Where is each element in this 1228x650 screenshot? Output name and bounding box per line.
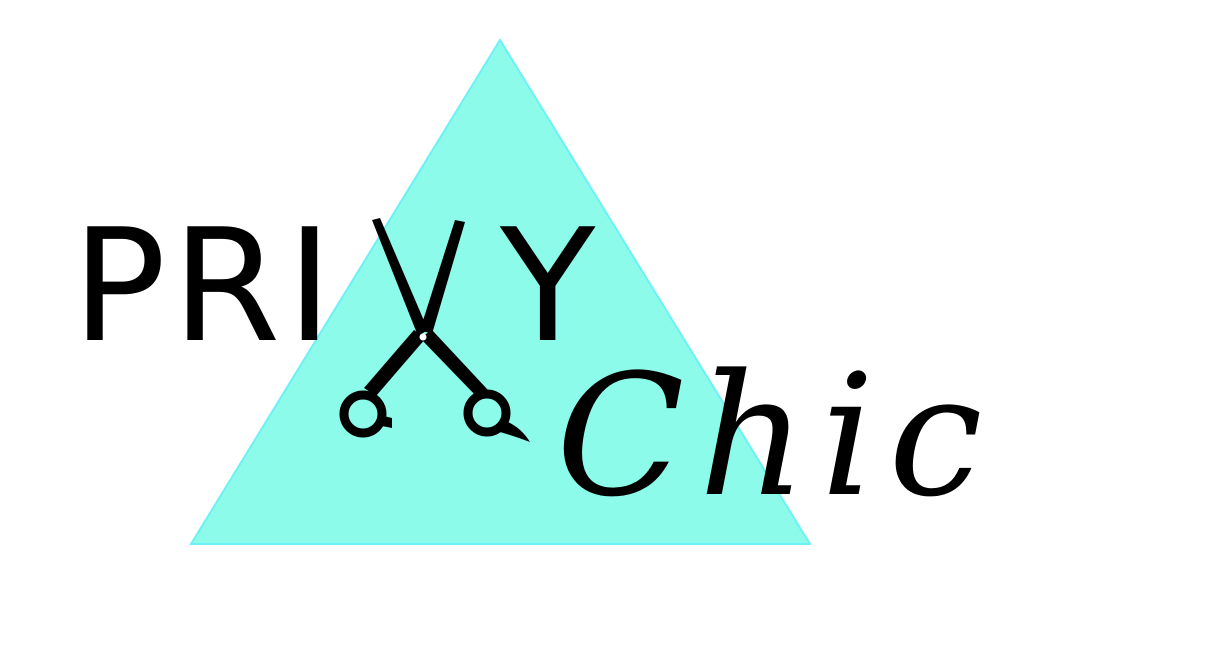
chic-text: Chic [556, 338, 997, 534]
scissors-icon [339, 218, 530, 442]
privy-prefix-text: PRI [72, 195, 338, 377]
privy-suffix-text: Y [499, 195, 601, 377]
